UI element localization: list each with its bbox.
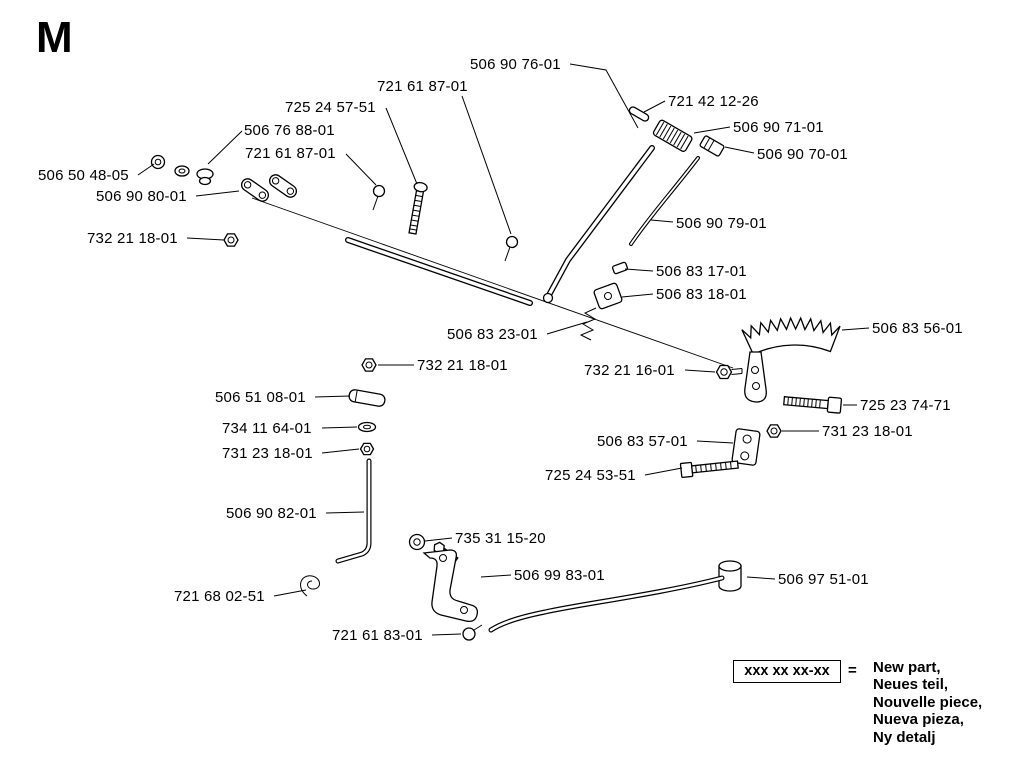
drawing-725-23-74-71-bolt bbox=[783, 396, 843, 414]
part-label: 506 50 48-05 bbox=[38, 167, 129, 184]
drawing-721-61-87-01-ring-pin-b bbox=[372, 184, 386, 211]
drawing-506-90-76-01-rod bbox=[542, 145, 655, 304]
drawing-731-23-18-01-nut-b bbox=[359, 442, 375, 456]
drawing-506-90-80-01-links bbox=[240, 174, 298, 202]
drawing-721-68-02-51-cotter bbox=[300, 575, 320, 597]
legend-part-number-box: xxx xx xx-xx bbox=[733, 660, 841, 683]
part-label: 721 61 83-01 bbox=[332, 627, 423, 644]
drawing-506-83-57-01-block bbox=[731, 428, 761, 466]
drawing-732-21-18-01-nut-b bbox=[361, 358, 377, 372]
drawing-506-83-56-01-sector bbox=[741, 316, 841, 403]
drawing-725-24-57-51-screw bbox=[408, 181, 428, 235]
drawing-506-90-70-01-sleeve bbox=[699, 135, 725, 157]
legend-translations: New part,Neues teil,Nouvelle piece,Nueva… bbox=[873, 659, 982, 746]
drawing-rod-horizontal bbox=[345, 237, 533, 306]
part-label: 725 24 53-51 bbox=[545, 467, 636, 484]
drawing-506-50-48-05-fasteners bbox=[150, 154, 214, 186]
part-label: 506 51 08-01 bbox=[215, 389, 306, 406]
part-label: 506 90 79-01 bbox=[676, 215, 767, 232]
part-label: 506 97 51-01 bbox=[778, 571, 869, 588]
part-label: 506 83 57-01 bbox=[597, 433, 688, 450]
part-label: 506 83 56-01 bbox=[872, 320, 963, 337]
drawing-725-24-53-51-bolt bbox=[679, 460, 739, 479]
drawing-732-21-16-01-bolt bbox=[715, 364, 743, 380]
leader-lines bbox=[137, 63, 870, 636]
part-label: 732 21 18-01 bbox=[87, 230, 178, 247]
part-label: 725 24 57-51 bbox=[285, 99, 376, 116]
page-title-letter: M bbox=[36, 13, 73, 62]
drawing-506-97-51-01-rod bbox=[488, 560, 742, 633]
drawing-506-83-18-01-block bbox=[593, 282, 623, 310]
drawing-506-90-82-01-rod bbox=[335, 458, 372, 564]
legend-translation-line: Nueva pieza, bbox=[873, 711, 964, 729]
legend-translation-line: New part, bbox=[873, 659, 941, 676]
part-label: 732 21 16-01 bbox=[584, 362, 675, 379]
drawing-506-83-17-01-piece bbox=[611, 261, 629, 275]
part-label: 721 42 12-26 bbox=[668, 93, 759, 110]
part-label: 506 83 23-01 bbox=[447, 326, 538, 343]
drawing-732-21-18-01-nut-a bbox=[223, 233, 239, 247]
drawing-735-31-15-20-washer bbox=[408, 533, 426, 551]
part-label: 731 23 18-01 bbox=[222, 445, 313, 462]
part-label: 506 83 17-01 bbox=[656, 263, 747, 280]
part-label: 506 76 88-01 bbox=[244, 122, 335, 139]
legend-equals-sign: = bbox=[848, 662, 857, 679]
part-label: 506 90 82-01 bbox=[226, 505, 317, 522]
part-label: 506 90 71-01 bbox=[733, 119, 824, 136]
part-label: 721 68 02-51 bbox=[174, 588, 265, 605]
part-label: 725 23 74-71 bbox=[860, 397, 951, 414]
drawing-734-11-64-01-washer bbox=[357, 421, 377, 433]
part-label: 734 11 64-01 bbox=[222, 420, 312, 437]
drawing-506-90-79-01-rod bbox=[629, 156, 700, 246]
legend-translation-line: Neues teil, bbox=[873, 676, 949, 694]
drawing-506-90-71-01-knurled-grip bbox=[652, 119, 693, 152]
part-label: 732 21 18-01 bbox=[417, 357, 508, 374]
part-label: 721 61 87-01 bbox=[245, 145, 336, 162]
drawing-721-61-87-01-ring-pin-a bbox=[504, 235, 519, 262]
assembly-axis-line bbox=[251, 197, 734, 369]
drawing-721-61-83-01-hook bbox=[462, 624, 483, 641]
legend-translation-line: Ny detalj bbox=[873, 728, 936, 746]
part-label: 506 90 76-01 bbox=[470, 56, 561, 73]
drawing-506-83-23-01-spring bbox=[579, 307, 597, 341]
part-label: 731 23 18-01 bbox=[822, 423, 913, 440]
part-label: 721 61 87-01 bbox=[377, 78, 468, 95]
part-label: 735 31 15-20 bbox=[455, 530, 546, 547]
part-label: 506 99 83-01 bbox=[514, 567, 605, 584]
drawing-506-99-83-01-bracket bbox=[422, 549, 479, 623]
legend-translation-line: Nouvelle piece, bbox=[873, 693, 983, 711]
drawing-506-51-08-01-spacer bbox=[348, 389, 386, 407]
part-label: 506 90 80-01 bbox=[96, 188, 187, 205]
part-label: 506 90 70-01 bbox=[757, 146, 848, 163]
drawing-731-23-18-01-nut-a bbox=[766, 424, 782, 438]
part-label: 506 83 18-01 bbox=[656, 286, 747, 303]
drawing-721-42-12-26-pin bbox=[628, 106, 650, 122]
